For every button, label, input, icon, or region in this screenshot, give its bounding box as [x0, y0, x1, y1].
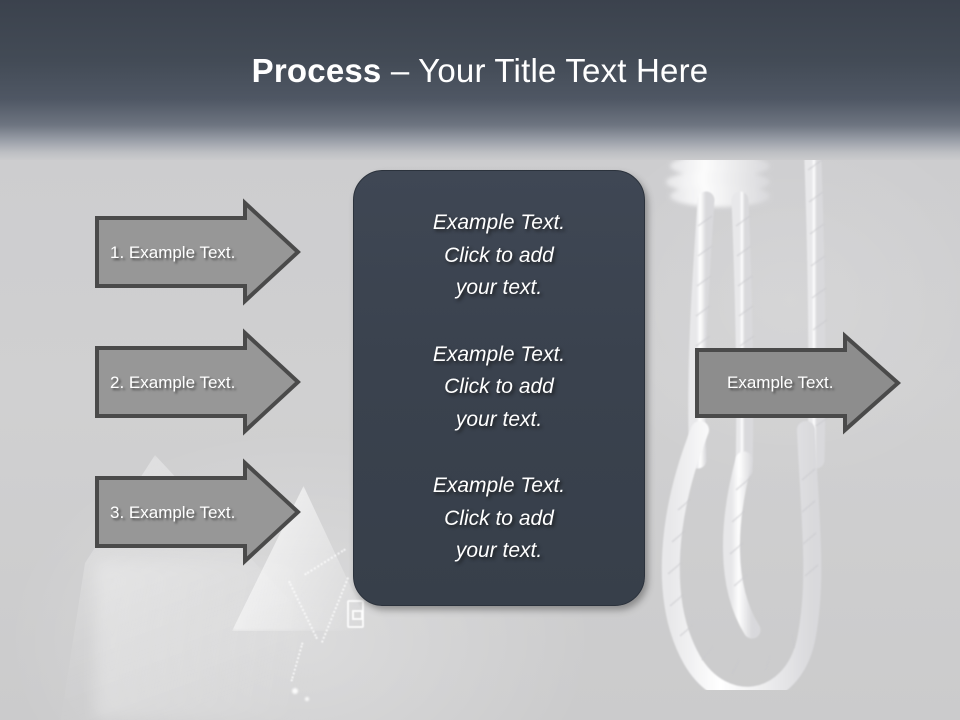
sparkle-icon	[305, 697, 309, 701]
content-block-1: Example Text. Click to add your text.	[380, 207, 618, 305]
arrow-right-icon	[95, 458, 301, 566]
process-output-arrow[interactable]: Example Text.	[695, 331, 902, 435]
process-arrow-3[interactable]: 3. Example Text.	[95, 458, 301, 566]
page-title-rest: – Your Title Text Here	[381, 52, 709, 89]
page-title: Process – Your Title Text Here	[0, 52, 960, 90]
sparkle-icon	[292, 688, 298, 694]
process-content-box[interactable]: Example Text. Click to add your text. Ex…	[353, 170, 645, 606]
sail-glow-icon	[95, 560, 305, 720]
hang-tag-icon	[347, 600, 364, 628]
arrow-right-icon	[695, 331, 902, 435]
content-block-2-line-1: Example Text.	[432, 342, 566, 366]
content-block-2-line-2: Click to add	[444, 375, 554, 399]
process-arrow-1-label: 1. Example Text.	[110, 242, 236, 262]
slide-header	[0, 0, 960, 160]
rope-knot-icon	[661, 130, 831, 690]
content-block-3-line-3: your text.	[455, 539, 543, 563]
content-block-2: Example Text. Click to add your text.	[380, 339, 618, 437]
process-arrow-2-label: 2. Example Text.	[110, 372, 236, 392]
arrow-right-icon	[95, 328, 301, 436]
arrow-right-icon	[95, 198, 301, 306]
process-arrow-3-label: 3. Example Text.	[110, 502, 236, 522]
content-block-1-line-2: Click to add	[444, 243, 554, 267]
content-block-2-line-3: your text.	[455, 407, 543, 431]
process-arrow-2[interactable]: 2. Example Text.	[95, 328, 301, 436]
content-block-3: Example Text. Click to add your text.	[380, 470, 618, 568]
content-block-1-line-1: Example Text.	[432, 211, 566, 234]
content-block-3-line-2: Click to add	[444, 506, 554, 530]
page-title-strong: Process	[251, 52, 382, 89]
content-block-3-line-1: Example Text.	[432, 474, 566, 498]
process-arrow-1[interactable]: 1. Example Text.	[95, 198, 301, 306]
content-block-1-line-3: your text.	[455, 276, 543, 300]
process-output-arrow-label: Example Text.	[727, 373, 834, 392]
